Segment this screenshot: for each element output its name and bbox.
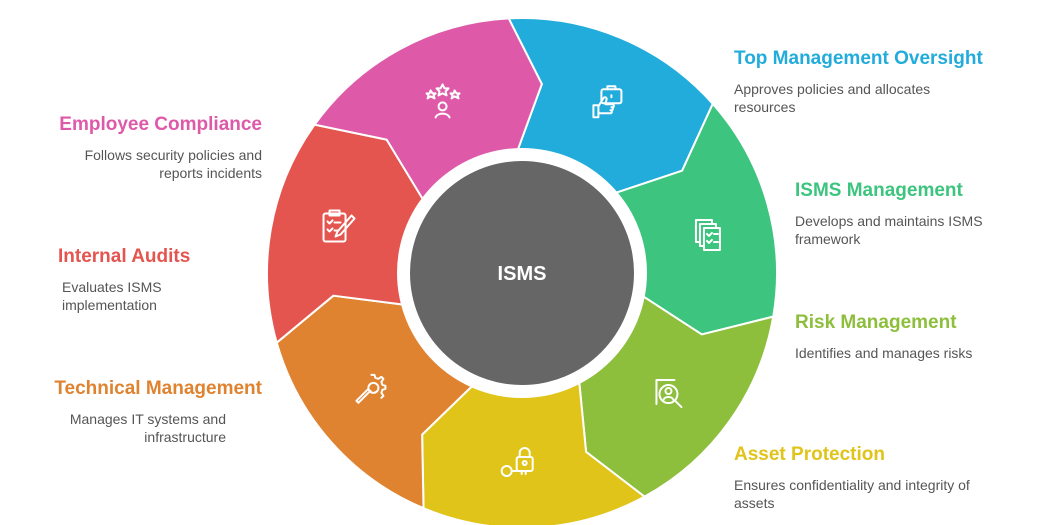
desc-line: resources xyxy=(734,99,796,115)
desc-line: Approves policies and allocates xyxy=(734,81,931,97)
person-search-icon xyxy=(655,379,683,409)
title: Internal Audits xyxy=(58,246,191,267)
desc-line: framework xyxy=(795,231,861,247)
title: Risk Management xyxy=(795,312,957,333)
desc-line: Develops and maintains ISMS xyxy=(795,213,983,229)
desc-line: Identifies and manages risks xyxy=(795,345,973,361)
title: Top Management Oversight xyxy=(734,48,983,69)
label-top-management: Top Management Oversight Approves polici… xyxy=(734,48,983,116)
wrench-gear-icon xyxy=(355,373,387,404)
desc-line: reports incidents xyxy=(159,165,262,181)
desc-line: Ensures confidentiality and integrity of xyxy=(734,477,970,493)
label-asset-protection: Asset Protection Ensures confidentiality… xyxy=(734,444,970,512)
title: ISMS Management xyxy=(795,180,963,201)
label-technical-management: Technical Management Manages IT systems … xyxy=(54,378,262,446)
title: Employee Compliance xyxy=(59,114,262,135)
desc-line: implementation xyxy=(62,297,157,313)
clipboard-pencil-icon xyxy=(322,209,356,243)
person-stars-icon xyxy=(425,83,461,119)
briefcase-thumbs-up-icon xyxy=(592,85,623,119)
label-internal-audits: Internal Audits Evaluates ISMS implementa… xyxy=(58,246,190,314)
title: Asset Protection xyxy=(734,444,885,465)
desc-line: Manages IT systems and xyxy=(69,411,226,427)
center-circle xyxy=(410,161,634,385)
documents-checklist-icon xyxy=(694,218,721,251)
desc-line: infrastructure xyxy=(144,429,226,445)
desc-line: Evaluates ISMS xyxy=(62,279,162,295)
label-employee-compliance: Employee Compliance Follows security pol… xyxy=(59,114,262,182)
desc-line: Follows security policies and xyxy=(84,147,262,163)
label-isms-management: ISMS Management Develops and maintains I… xyxy=(795,180,983,248)
title: Technical Management xyxy=(54,378,262,399)
label-risk-management: Risk Management Identifies and manages r… xyxy=(795,312,972,362)
desc-line: assets xyxy=(734,495,775,511)
center-label: ISMS xyxy=(498,263,547,285)
key-lock-icon xyxy=(500,447,534,477)
